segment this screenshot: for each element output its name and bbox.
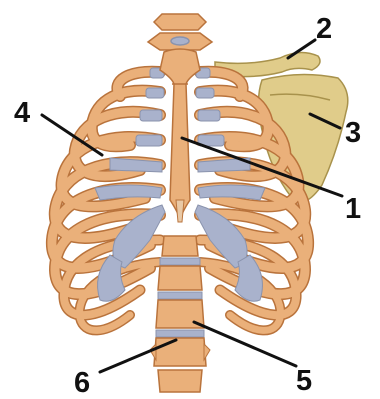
label-3: 3 xyxy=(345,117,361,149)
label-4: 4 xyxy=(14,97,30,129)
label-6: 6 xyxy=(74,367,90,399)
label-5: 5 xyxy=(296,365,312,397)
label-1: 1 xyxy=(345,193,361,225)
label-2: 2 xyxy=(316,13,332,45)
